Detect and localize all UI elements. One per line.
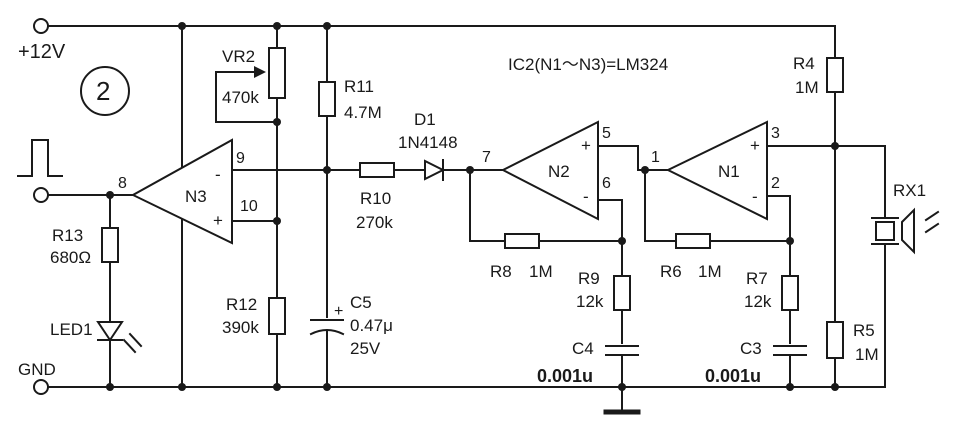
ic-note: IC2(N1～N3)=LM324 (508, 55, 668, 74)
r13-ref: R13 (52, 226, 83, 245)
d1-diode (424, 159, 446, 181)
figure-number-circle (80, 66, 130, 116)
n1-pin-minus: 2 (771, 175, 780, 192)
c4-capacitor (604, 344, 640, 356)
r7-value: 12k (744, 292, 772, 311)
n3-pin-out: 8 (118, 175, 127, 192)
n2-opamp (500, 120, 669, 388)
n2-minus-sign: - (583, 187, 589, 206)
n1-pin-out: 1 (651, 149, 660, 166)
n2-pin-out: 7 (482, 149, 491, 166)
r12-ref: R12 (226, 295, 257, 314)
led1-ref: LED1 (50, 320, 93, 339)
r6-ref: R6 (660, 262, 682, 281)
c5-voltage: 25V (350, 339, 381, 358)
led1-diode (96, 321, 143, 354)
n1-pin-plus: 3 (771, 125, 780, 142)
r11-resistor (318, 81, 336, 117)
r4-value: 1M (795, 78, 819, 97)
c5-capacitor (309, 318, 345, 336)
r10-resistor (359, 162, 395, 178)
r5-resistor (826, 321, 844, 359)
c3-ref: C3 (740, 339, 762, 358)
r9-ref: R9 (578, 269, 600, 288)
n1-plus-sign: + (750, 136, 760, 155)
n3-pin-minus: 9 (236, 150, 245, 167)
r5-ref: R5 (853, 321, 875, 340)
r12-value: 390k (222, 318, 259, 337)
gnd-terminal (33, 379, 49, 395)
figure-number: 2 (96, 76, 110, 106)
r8-value: 1M (529, 262, 553, 281)
r13-value: 680Ω (50, 248, 91, 267)
r9-resistor (613, 275, 631, 311)
n2-pin-plus: 5 (602, 125, 611, 142)
c5-ref: C5 (350, 293, 372, 312)
n3-pin-plus: 10 (240, 198, 258, 215)
d1-ref: D1 (414, 110, 436, 129)
vcc-terminal (33, 18, 49, 34)
gnd-label: GND (18, 360, 56, 379)
n1-minus-sign: - (752, 187, 758, 206)
c5-plus-sign: + (334, 303, 343, 320)
n3-plus-sign: + (213, 211, 223, 230)
n3-name: N3 (185, 187, 207, 206)
c3-capacitor (772, 344, 808, 356)
r4-resistor (826, 57, 844, 93)
d1-value: 1N4148 (398, 133, 458, 152)
r9-value: 12k (576, 292, 604, 311)
n1-name: N1 (718, 162, 740, 181)
r7-ref: R7 (746, 269, 768, 288)
r6-value: 1M (698, 262, 722, 281)
n1-opamp (665, 120, 836, 388)
r11-value: 4.7M (344, 103, 382, 122)
r6-resistor (675, 233, 711, 249)
r8-ref: R8 (490, 262, 512, 281)
r8-resistor (504, 233, 540, 249)
r12-resistor (268, 297, 286, 335)
r11-ref: R11 (344, 77, 374, 96)
input-terminal (33, 187, 49, 203)
r4-ref: R4 (793, 54, 815, 73)
vr2-potentiometer (215, 47, 286, 126)
vr2-value: 470k (222, 88, 259, 107)
n2-pin-minus: 6 (602, 175, 611, 192)
r5-value: 1M (855, 345, 879, 364)
vcc-label: +12V (18, 41, 66, 63)
input-pulse-icon (17, 139, 63, 177)
vr2-ref: VR2 (222, 47, 255, 66)
n3-minus-sign: - (215, 165, 221, 184)
c3-value: 0.001u (705, 366, 761, 386)
n2-name: N2 (548, 162, 570, 181)
ground-rail (47, 386, 886, 415)
n3-opamp (47, 138, 328, 245)
rx1-receiver (834, 145, 940, 388)
c5-value: 0.47μ (350, 316, 393, 335)
c4-ref: C4 (572, 339, 594, 358)
n2-plus-sign: + (581, 136, 591, 155)
r13-resistor (101, 227, 119, 263)
rx1-ref: RX1 (893, 181, 926, 200)
r10-value: 270k (356, 213, 393, 232)
r10-ref: R10 (360, 189, 391, 208)
c4-value: 0.001u (537, 366, 593, 386)
r7-resistor (781, 275, 799, 311)
